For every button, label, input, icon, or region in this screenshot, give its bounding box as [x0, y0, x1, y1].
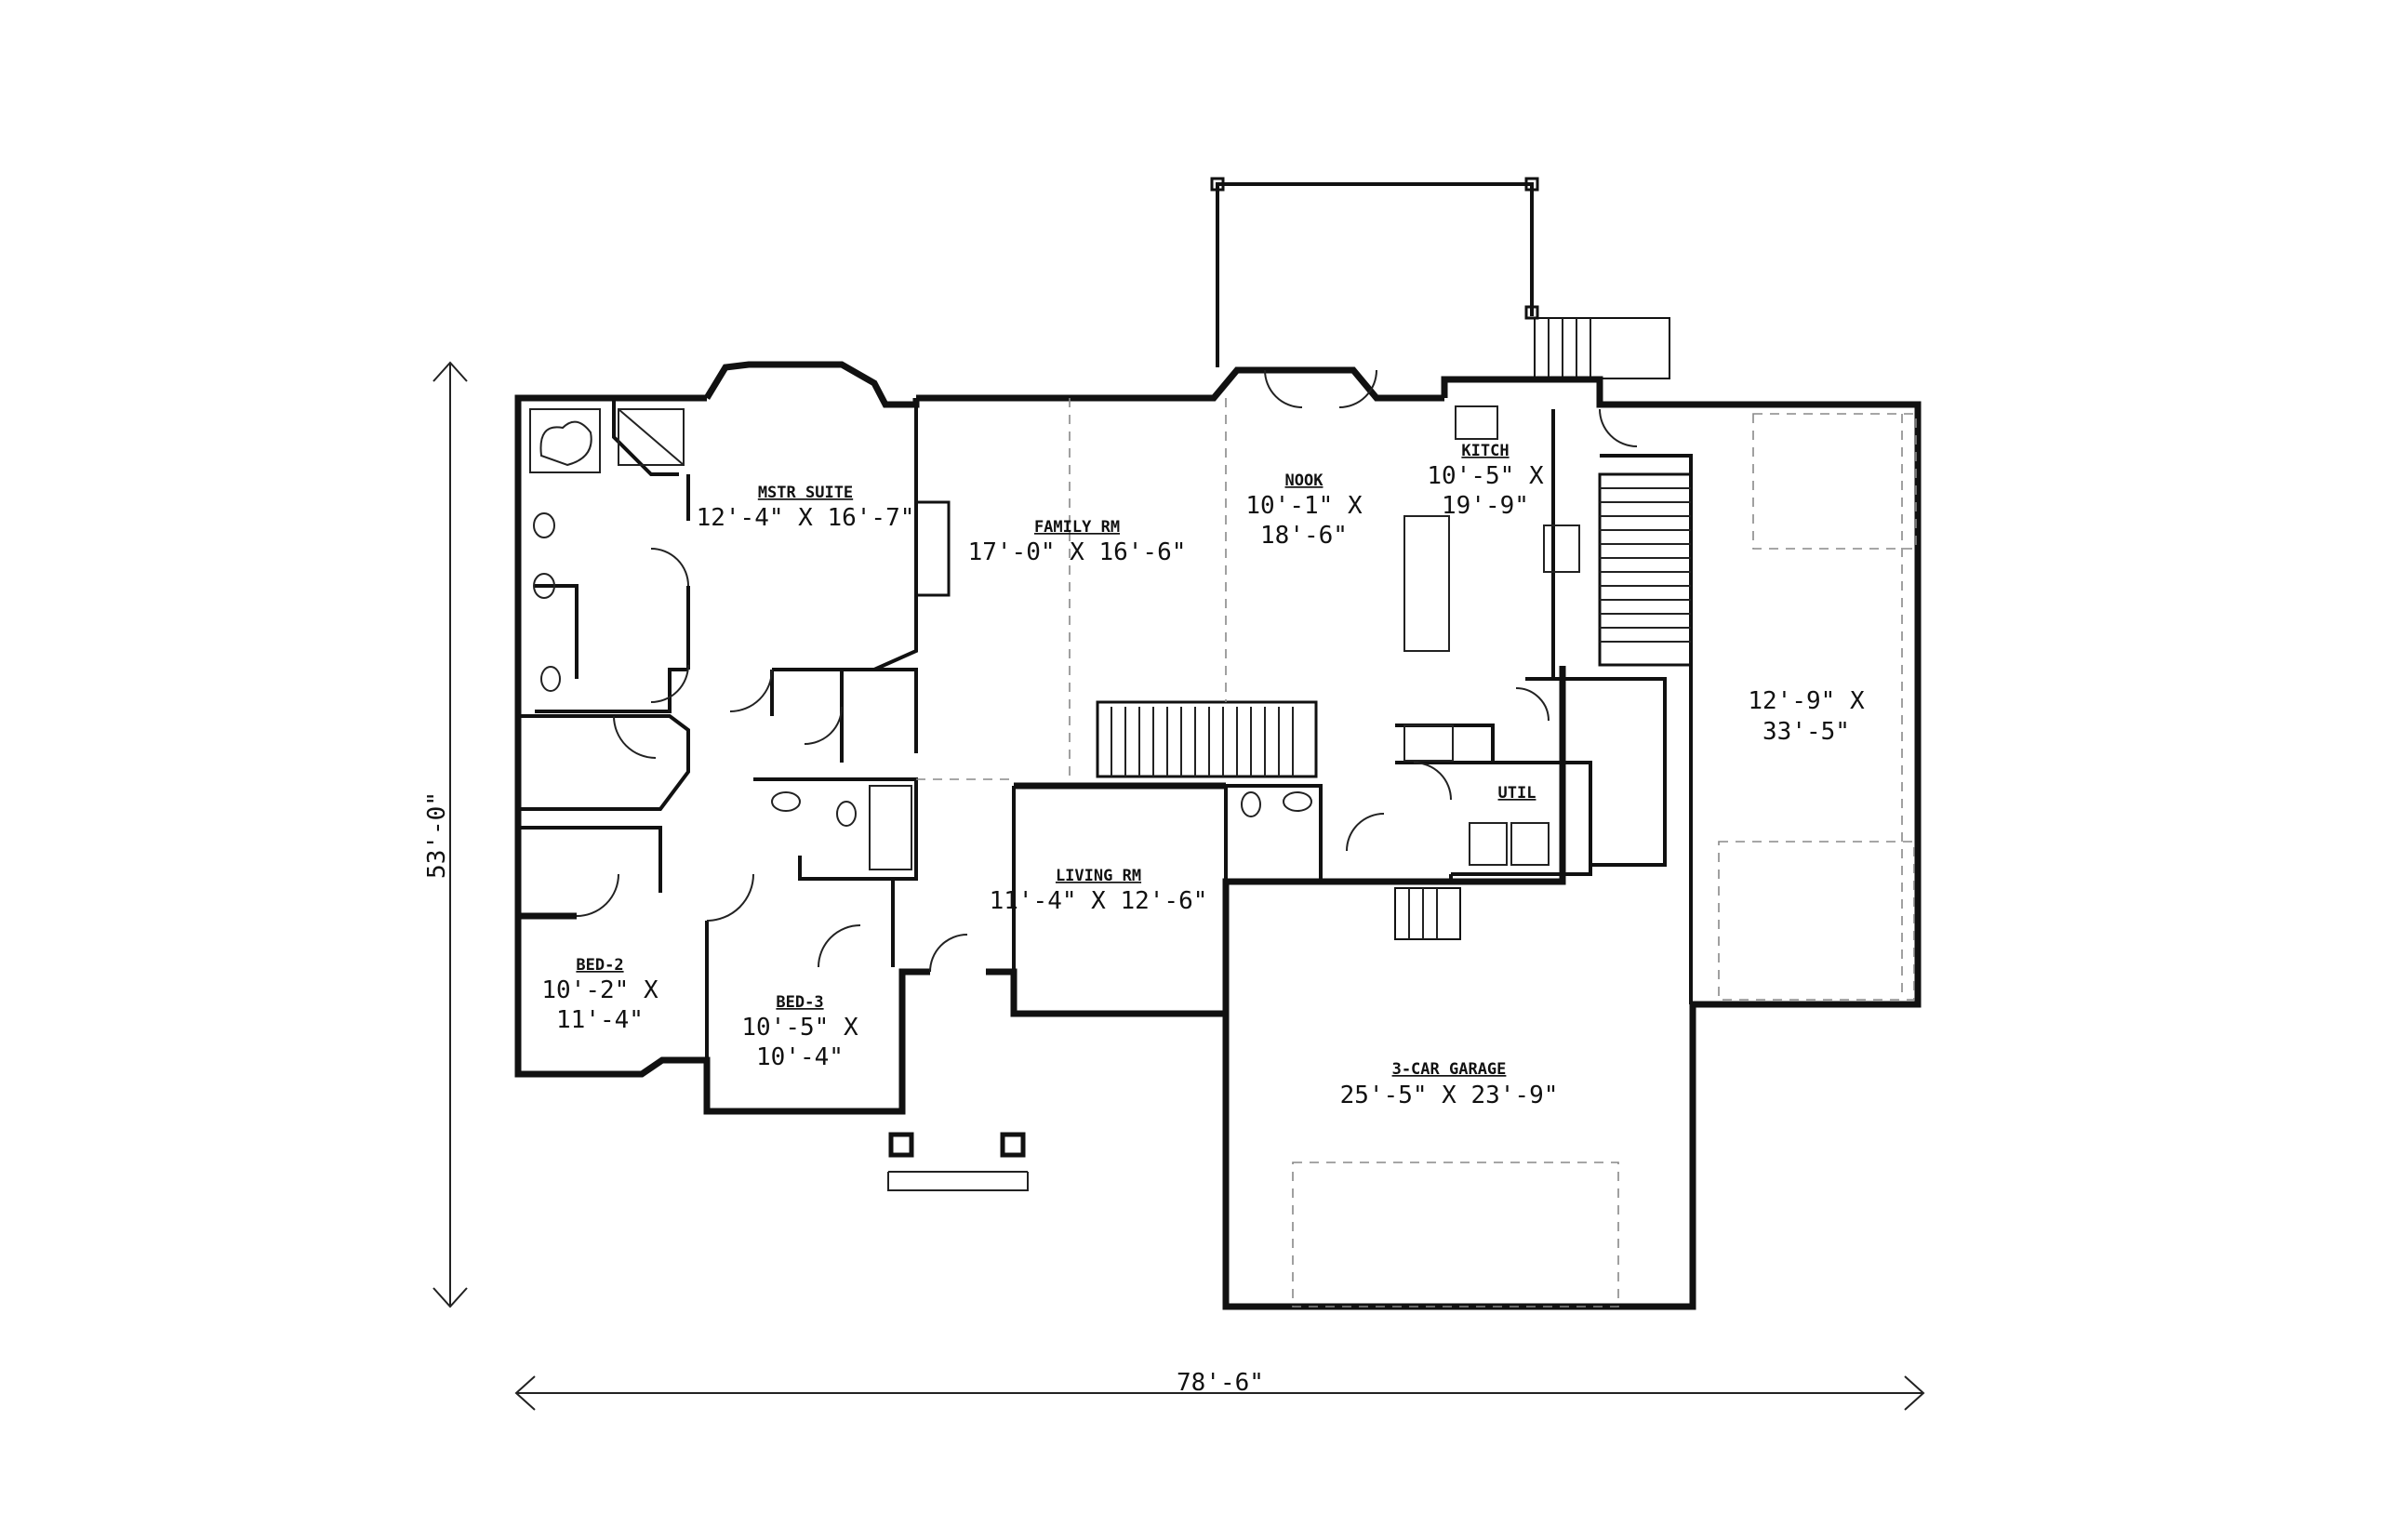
overall-depth-label: 53'-0"	[423, 791, 451, 879]
door-swings	[576, 369, 1638, 973]
garage-entry-steps	[1394, 887, 1461, 940]
bed2-dim1: 10'-2" X	[541, 976, 658, 1004]
nook-name: NOOK	[1285, 471, 1324, 490]
util-name: UTIL	[1498, 784, 1536, 803]
nook-dim1: 10'-1" X	[1245, 492, 1363, 520]
nook-dim2: 18'-6"	[1260, 522, 1348, 550]
kitch-name: KITCH	[1461, 442, 1509, 460]
mstr-suite-name: MSTR SUITE	[758, 484, 853, 502]
bed2-dim2: 11'-4"	[556, 1006, 644, 1034]
fixtures	[529, 405, 1580, 870]
rear-steps	[1534, 317, 1670, 379]
mstr-suite-dims: 12'-4" X 16'-7"	[697, 504, 915, 532]
room-labels: 53'-0" 78'-6" MSTR SUITE 12'-4" X 16'-7"…	[423, 442, 1865, 1397]
rear-patio	[1210, 177, 1539, 367]
living-rm-name: LIVING RM	[1056, 867, 1141, 885]
bonus-dim1: 12'-9" X	[1748, 687, 1865, 715]
kitch-dim1: 10'-5" X	[1427, 462, 1544, 490]
family-rm-dims: 17'-0" X 16'-6"	[968, 538, 1187, 566]
family-rm-name: FAMILY RM	[1034, 518, 1120, 537]
bed2-name: BED-2	[576, 956, 623, 975]
overall-width-label: 78'-6"	[1177, 1369, 1264, 1397]
bonus-dim2: 33'-5"	[1762, 718, 1850, 746]
bed3-dim2: 10'-4"	[756, 1043, 844, 1071]
main-stairs	[1096, 700, 1318, 778]
front-porch	[887, 1132, 1029, 1191]
bed3-dim1: 10'-5" X	[741, 1014, 858, 1042]
garage-doors	[1292, 413, 1917, 1308]
garage-stairs	[1598, 472, 1693, 667]
bed3-name: BED-3	[776, 993, 823, 1012]
room-divisions	[916, 398, 1227, 781]
living-rm-dims: 11'-4" X 12'-6"	[990, 887, 1208, 915]
garage-dims: 25'-5" X 23'-9"	[1340, 1082, 1559, 1109]
garage-name: 3-CAR GARAGE	[1392, 1060, 1507, 1079]
depth-dimension-line	[432, 361, 468, 1308]
width-dimension-line	[514, 1375, 1925, 1411]
kitch-dim2: 19'-9"	[1442, 492, 1529, 520]
